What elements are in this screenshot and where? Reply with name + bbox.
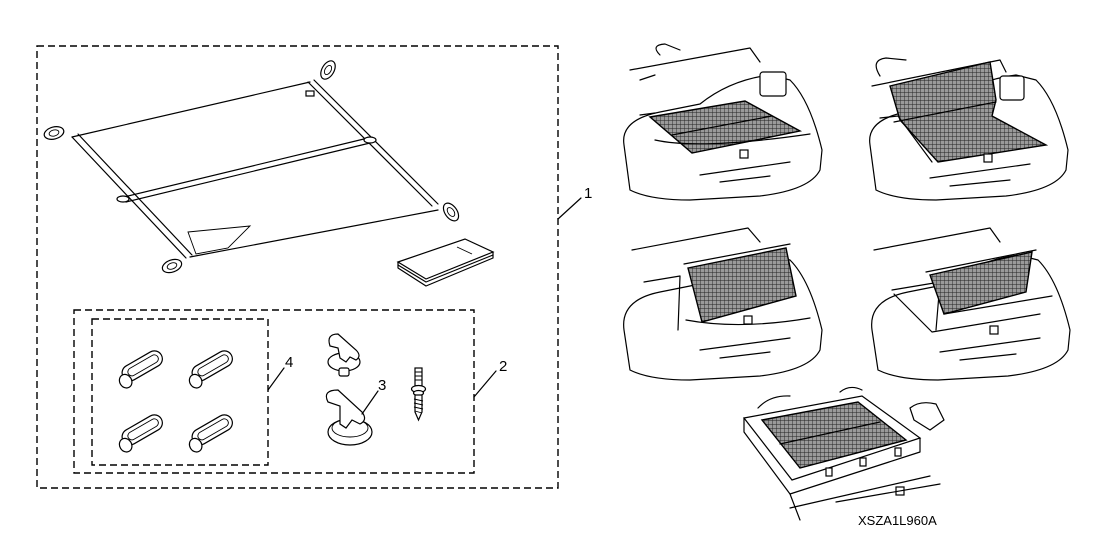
callout-1-label: 1 xyxy=(584,185,592,202)
clip xyxy=(188,414,233,453)
clips xyxy=(118,350,233,453)
clip xyxy=(118,414,163,453)
instruction-booklet xyxy=(396,238,495,287)
screw xyxy=(410,367,427,422)
installation-view-2 xyxy=(869,57,1069,201)
cargo-net xyxy=(43,60,460,274)
clip xyxy=(118,350,163,389)
callout-4: 4 xyxy=(267,354,293,391)
installation-view-3 xyxy=(623,227,823,381)
callout-2: 2 xyxy=(473,358,507,398)
installation-view-4 xyxy=(871,227,1071,381)
installation-view-5 xyxy=(742,386,945,521)
callout-3-label: 3 xyxy=(378,377,386,394)
callout-4-label: 4 xyxy=(285,354,293,371)
callout-2-label: 2 xyxy=(499,358,507,375)
clip xyxy=(188,350,233,389)
reference-code: XSZA1L960A xyxy=(858,513,937,528)
hardware-frame xyxy=(73,309,475,474)
callout-1: 1 xyxy=(557,185,592,220)
callout-3: 3 xyxy=(361,377,386,415)
kit-outer-frame xyxy=(36,45,559,489)
hook xyxy=(325,389,373,446)
installation-view-1 xyxy=(623,43,823,201)
hook xyxy=(327,333,361,377)
clips-frame xyxy=(91,318,269,466)
